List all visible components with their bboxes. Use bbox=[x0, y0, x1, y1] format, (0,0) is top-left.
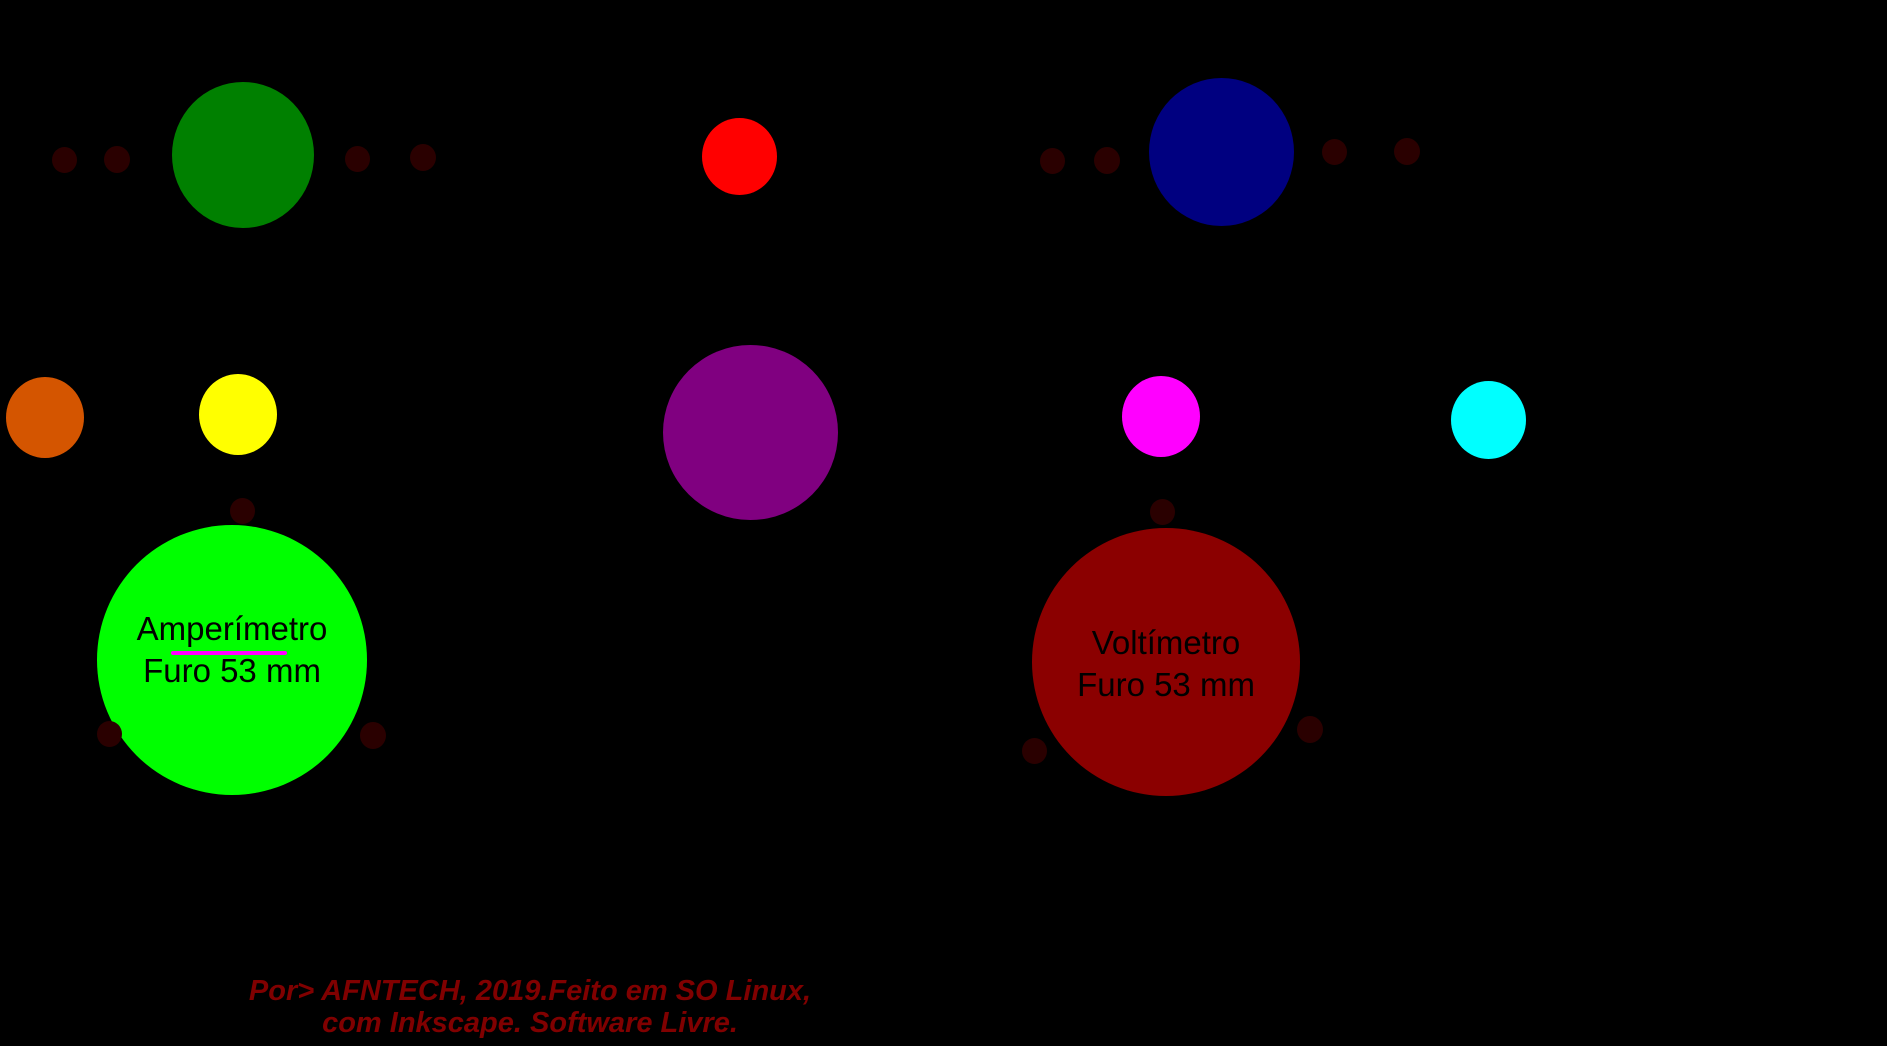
dark-red-circle[interactable] bbox=[1032, 528, 1300, 796]
mounting-dot bbox=[97, 721, 122, 747]
mounting-dot bbox=[1150, 499, 1175, 525]
navy-circle[interactable] bbox=[1149, 78, 1294, 226]
mounting-dot bbox=[1394, 138, 1420, 165]
mounting-dot bbox=[1040, 148, 1065, 174]
mounting-dot bbox=[104, 146, 130, 173]
mounting-dot bbox=[52, 147, 77, 173]
magenta-circle[interactable] bbox=[1122, 376, 1200, 457]
credit-line1: Por> AFNTECH, 2019.Feito em SO Linux, bbox=[248, 975, 812, 1007]
yellow-circle[interactable] bbox=[199, 374, 277, 455]
purple-circle[interactable] bbox=[663, 345, 838, 520]
mounting-dot bbox=[1094, 147, 1120, 174]
mounting-dot bbox=[345, 146, 370, 172]
mounting-dot bbox=[1297, 716, 1323, 743]
orange-circle[interactable] bbox=[6, 377, 84, 458]
credit-text: Por> AFNTECH, 2019.Feito em SO Linux, co… bbox=[230, 975, 830, 1040]
green-circle[interactable] bbox=[172, 82, 314, 228]
magenta-underline bbox=[171, 651, 287, 655]
mounting-dot bbox=[1022, 738, 1047, 764]
mounting-dot bbox=[230, 498, 255, 524]
bright-green-circle[interactable] bbox=[97, 525, 367, 795]
mounting-dot bbox=[360, 722, 386, 749]
cyan-circle[interactable] bbox=[1451, 381, 1526, 459]
mounting-dot bbox=[410, 144, 436, 171]
mounting-dot bbox=[1322, 139, 1347, 165]
red-circle[interactable] bbox=[702, 118, 777, 195]
credit-line2: com Inkscape. Software Livre. bbox=[322, 1007, 738, 1040]
